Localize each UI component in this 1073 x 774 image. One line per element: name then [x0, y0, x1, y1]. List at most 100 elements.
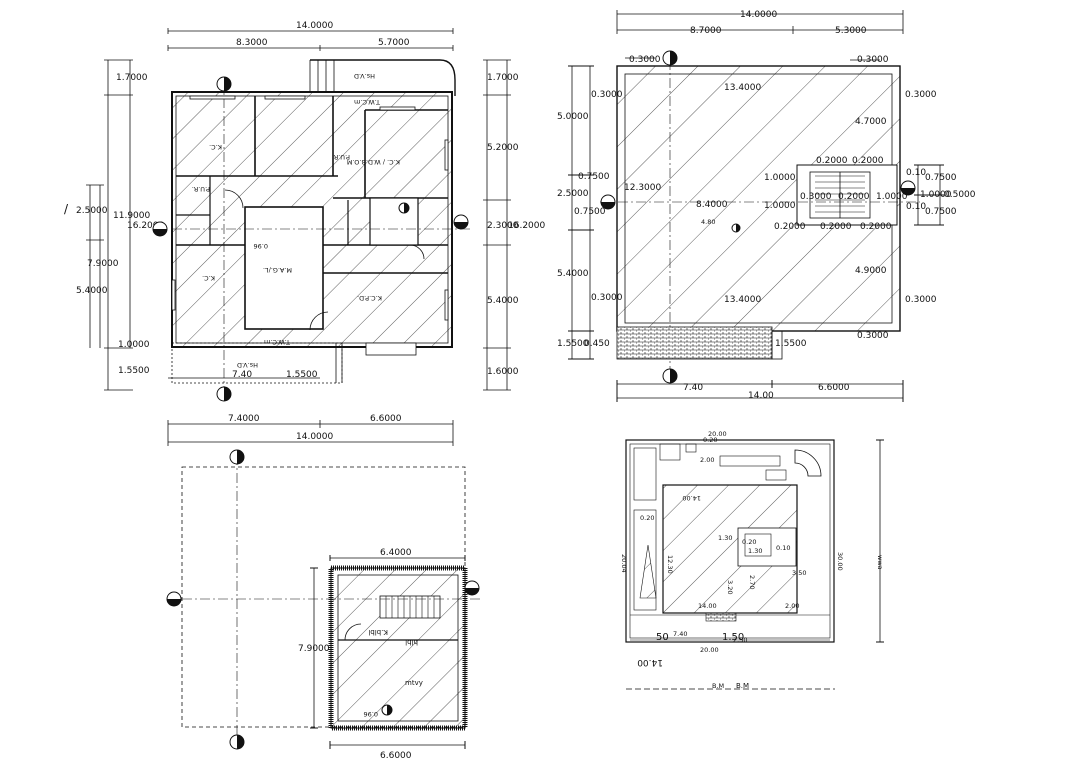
plan4-dim-top-1: 20.00	[708, 430, 727, 438]
plan4-label-13: 7.40	[673, 630, 687, 638]
plan4-label-10: 20.04	[620, 554, 628, 573]
plan2-bottom-2: 7.40	[683, 383, 703, 393]
plan2-right-2: 0.7500	[925, 173, 957, 183]
plan1-dim-right-3: 2.3000	[487, 221, 519, 231]
plan1-dim-bottom-5: 14.0000	[296, 432, 333, 442]
plan2-mid-4: 8.4000	[696, 200, 728, 210]
plan1-right-dimensions	[483, 59, 511, 391]
plan4-dim-top-2: 0.20	[703, 436, 717, 444]
plan4-bottom-a: 50	[656, 632, 669, 643]
plan4-label-18: wwa	[876, 555, 884, 570]
plan3-label-2: K.blbl	[368, 628, 388, 636]
plan1-dim-left-5: 7.9000	[87, 259, 119, 269]
plan2-inner-right-1: 0.3000	[905, 90, 937, 100]
plan2-left-4: 0.7500	[574, 207, 606, 217]
plan1-room-5: P.U.R.	[192, 185, 210, 193]
plan3-label-4: 0.96	[364, 710, 378, 718]
plan2-bottom-3: 6.6000	[818, 383, 850, 393]
plan4-label-21: 2.50	[733, 636, 747, 644]
plan3-dim-2: 7.9000	[298, 644, 330, 654]
plan1-dim-right-1: 1.7000	[487, 73, 519, 83]
plan1-dim-right-6: 1.6000	[487, 367, 519, 377]
plan1-dim-left-6: 5.4000	[76, 286, 108, 296]
plan2-inner-right-2: 0.3000	[905, 295, 937, 305]
plan2-inner-left-2: 0.3000	[591, 293, 623, 303]
plan2-mid-2: 4.7000	[855, 117, 887, 127]
plan2-right-1: 0.10	[906, 168, 926, 178]
plan2-labels: 0.3000 0.3000 0.3000 0.3000 0.3000 0.300…	[557, 55, 976, 401]
plan2-stair-9: 0.2000	[838, 192, 870, 202]
plan1-dim-top-total: 14.0000	[296, 21, 333, 31]
plan2-dim-top-total: 14.0000	[740, 10, 777, 20]
plan4-label-7: 12.30	[666, 555, 674, 574]
plan3-section-markers	[166, 449, 480, 750]
plan1-room-4: K.C.	[202, 274, 215, 282]
plan2-stair-5: 1.0000	[764, 201, 796, 211]
plan4-label-19: 3.50	[792, 569, 806, 577]
plan4-benchmark: B.M	[736, 682, 749, 690]
plan1-dim-bottom-4: 6.6000	[370, 414, 402, 424]
plan4-label-2: 1.30	[718, 534, 732, 542]
plan2-left-3: 2.5000	[557, 189, 589, 199]
plan1-dim-left-2: 11.9000	[113, 211, 150, 221]
plan1-room-11: Hs.V.D	[237, 361, 258, 369]
plan4-outline	[625, 439, 884, 690]
plan1-dim-left-3: 16.2000	[127, 221, 164, 231]
plan1-room-12: 0.96	[254, 242, 268, 250]
plan2-stair-10: 1.0000	[876, 192, 908, 202]
plan4-label-8: 1.30	[748, 547, 762, 555]
plan4-label-9: 30.00	[836, 552, 844, 571]
plan2-stair-3: 1.0000	[764, 173, 796, 183]
plan2-dim-top-right: 5.3000	[835, 26, 867, 36]
plan2-inner-left-1: 0.3000	[591, 90, 623, 100]
plan2-left-1: 5.0000	[557, 112, 589, 122]
plan2-left-5: 5.4000	[557, 269, 589, 279]
plan-upper-room: 6.4000 7.9000 6.6000 blbl K.blbl mtvy 0.…	[166, 449, 480, 761]
plan2-stair-7: 0.2000	[820, 222, 852, 232]
plan3-label-1: blbl	[405, 638, 418, 646]
plan1-bottom-dimensions	[167, 377, 454, 446]
plan2-left-6: 1.5500	[557, 339, 589, 349]
plan4-label-20: 0.20	[640, 514, 654, 522]
plan4-label-11: 2.00	[785, 602, 799, 610]
plan1-room-1: K.C.	[209, 143, 222, 151]
plan3-dim-1: 6.4000	[380, 548, 412, 558]
plan2-stair-2: 0.2000	[852, 156, 884, 166]
plan-ground-floor: 14.0000 8.3000 5.7000 1.7000 11.9000 16.…	[64, 21, 545, 446]
plan1-dim-left-1: 1.7000	[116, 73, 148, 83]
plan1-dim-right-4: 16.2000	[508, 221, 545, 231]
plan-roof: 14.0000 8.7000 5.3000	[557, 10, 976, 402]
plan2-mid-3: 12.3000	[624, 183, 661, 193]
plan3-label-3: mtvy	[405, 679, 423, 687]
plan2-stair-8: 0.2000	[860, 222, 892, 232]
plan1-slash-mark: /	[64, 202, 69, 216]
plan4-label-1: 14.00	[682, 494, 701, 502]
plan2-bottom-1: 1.5500	[775, 339, 807, 349]
plan1-dim-bottom-3: 7.4000	[228, 414, 260, 424]
plan1-dim-bottom-1: 7.40	[232, 370, 252, 380]
plan4-labels: 20.00 0.20 2.00 14.00 1.30 0.20 0.10 2.7…	[620, 430, 884, 690]
plan1-dim-right-5: 5.4000	[487, 296, 519, 306]
plan1-dim-top-right: 5.7000	[378, 38, 410, 48]
plan1-room-8: Hs.V.D	[354, 72, 375, 80]
plan2-left-7: 0.450	[584, 339, 610, 349]
plan2-right-7: 0.3000	[857, 331, 889, 341]
plan4-bottom-b: 1.50	[722, 632, 744, 643]
plan2-section-markers	[600, 50, 916, 384]
plan1-room-3: M.A.G./L.	[263, 266, 292, 274]
plan1-room-2: K.C. / W.D.B.O.M	[347, 158, 400, 166]
plan1-dim-bottom-2: 1.5500	[286, 370, 318, 380]
plan1-left-dimensions	[86, 59, 133, 391]
plan4-dim-top-3: 2.00	[700, 456, 714, 464]
plan1-room-6: P.U.R.	[332, 153, 350, 161]
plan4-label-12: 14.00	[698, 602, 717, 610]
plan2-inner-top-r: 0.3000	[857, 55, 889, 65]
plan1-room-labels: K.C. K.C. / W.D.B.O.M M.A.G./L. K.C. P.U…	[192, 72, 400, 369]
plan1-dim-top-left: 8.3000	[236, 38, 268, 48]
plan2-stair-6: 0.2000	[774, 222, 806, 232]
plan2-inner-top-l: 0.3000	[629, 55, 661, 65]
plan2-right-3: 1.0000	[920, 190, 952, 200]
plan2-dim-top-left: 8.7000	[690, 26, 722, 36]
plan2-stair-4: 0.3000	[800, 192, 832, 202]
plan1-section-markers	[152, 76, 469, 402]
